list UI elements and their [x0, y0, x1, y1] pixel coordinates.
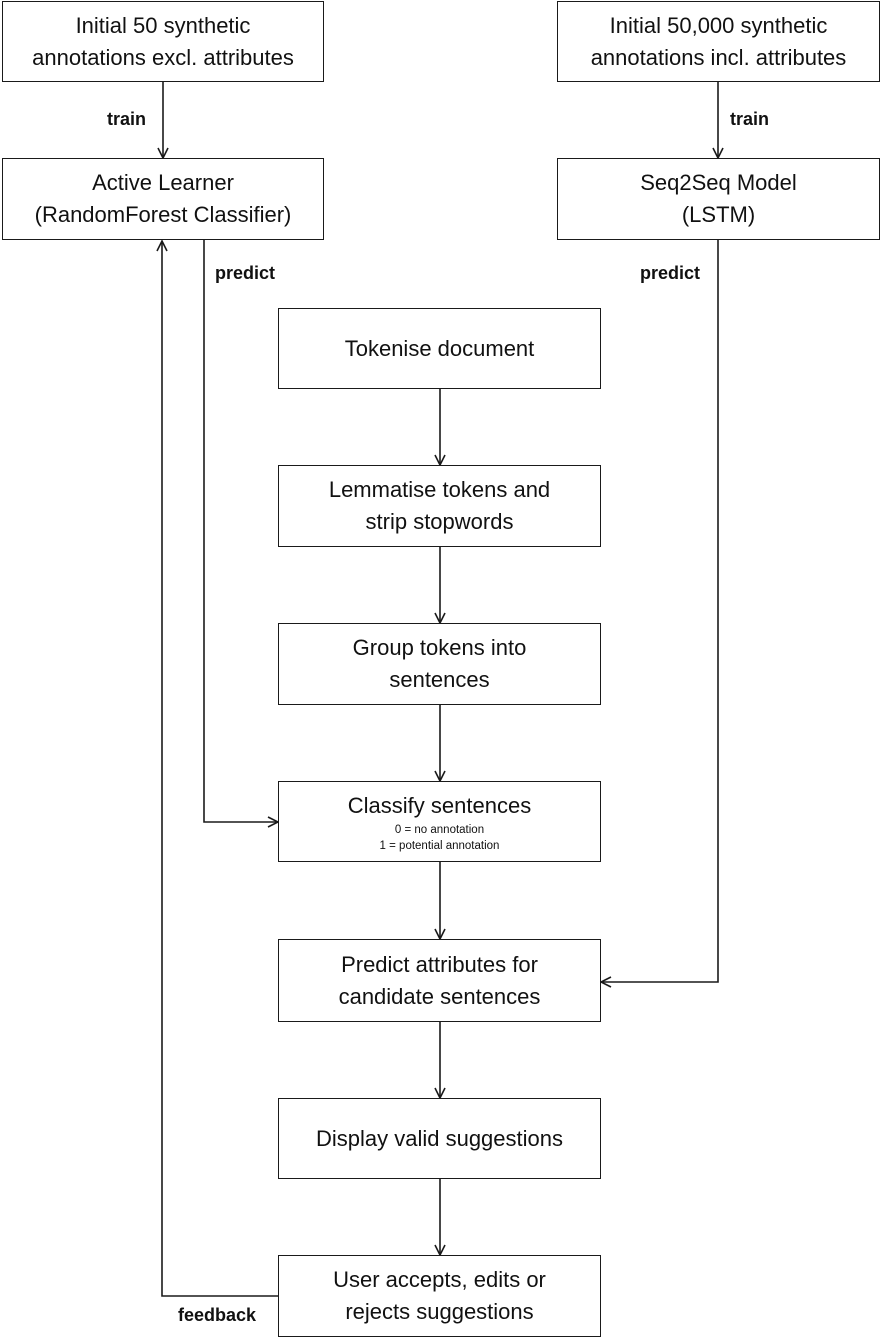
box-text: (LSTM) [681, 202, 756, 227]
box-text: Classify sentences [347, 792, 532, 818]
box-tokenise-document: Tokenise document [278, 308, 601, 389]
arrow-predict-attributes [601, 240, 719, 982]
box-display-suggestions: Display valid suggestions [278, 1098, 601, 1179]
box-classify-sentences: Classify sentences 0 = no annotation 1 =… [278, 781, 601, 862]
box-text: Predict attributes for [341, 951, 538, 977]
box-text: Lemmatise tokens and [328, 477, 551, 502]
box-text: Display valid suggestions [315, 1125, 564, 1151]
arrow-feedback [162, 241, 278, 1297]
label-train-right: train [730, 109, 770, 129]
box-group-tokens: Group tokens into sentences [278, 623, 601, 705]
box-active-learner: Active Learner (RandomForest Classifier) [2, 158, 324, 240]
box-note: 0 = no annotation [394, 823, 485, 836]
box-text: annotations excl. attributes [32, 44, 294, 70]
box-text: User accepts, edits or [333, 1267, 546, 1292]
box-initial-50-synthetic: Initial 50 synthetic annotations excl. a… [2, 1, 324, 82]
box-lemmatise-tokens: Lemmatise tokens and strip stopwords [278, 465, 601, 547]
box-text: annotations incl. attributes [590, 44, 847, 70]
box-note: 1 = potential annotation [379, 839, 500, 852]
label-predict-right: predict [640, 263, 701, 283]
label-train-left: train [107, 109, 147, 129]
box-user-accepts: User accepts, edits or rejects suggestio… [278, 1255, 601, 1337]
box-text: candidate sentences [338, 983, 541, 1009]
label-feedback: feedback [178, 1305, 257, 1325]
box-predict-attributes: Predict attributes for candidate sentenc… [278, 939, 601, 1022]
box-text: Seq2Seq Model [640, 170, 797, 195]
box-text: Group tokens into [352, 635, 527, 660]
box-text: Active Learner [92, 170, 234, 195]
box-text: Tokenise document [344, 335, 535, 361]
label-predict-left: predict [215, 263, 276, 283]
box-initial-50000-synthetic: Initial 50,000 synthetic annotations inc… [557, 1, 880, 82]
box-text: Initial 50,000 synthetic [609, 12, 828, 38]
box-seq2seq-model: Seq2Seq Model (LSTM) [557, 158, 880, 240]
box-text: (RandomForest Classifier) [34, 202, 292, 227]
box-text: strip stopwords [365, 509, 514, 534]
box-text: Initial 50 synthetic [75, 12, 251, 38]
box-text: sentences [389, 667, 490, 692]
box-text: rejects suggestions [345, 1299, 534, 1324]
arrow-predict-classify [203, 240, 278, 822]
